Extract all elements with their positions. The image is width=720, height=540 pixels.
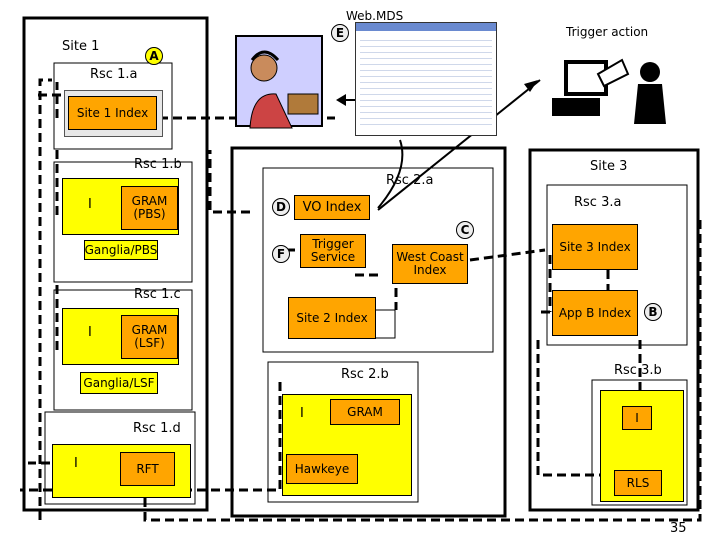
site3-title: Site 3: [590, 159, 628, 174]
app-b-index: App B Index: [552, 290, 638, 336]
flow-site3-rls: [536, 340, 608, 477]
rsc-2b-label: Rsc 2.b: [341, 367, 389, 382]
badge-d: D: [272, 198, 290, 216]
rsc-1b-label: Rsc 1.b: [134, 157, 182, 172]
west-coast-index: West Coast Index: [392, 244, 468, 284]
vo-index: VO Index: [294, 195, 370, 220]
trigger-action-label: Trigger action: [566, 25, 649, 39]
site1-frame: [22, 16, 209, 512]
operator-clipart: [235, 35, 323, 129]
page-number: 35: [670, 521, 687, 536]
site3-frame: [528, 148, 700, 512]
rsc-1c-label: Rsc 1.c: [134, 287, 181, 302]
arrowhead-trigger: [524, 80, 538, 92]
trigger-service: Trigger Service: [300, 234, 366, 268]
i-1b: I: [88, 197, 92, 212]
webmds-titlebar: [356, 23, 496, 31]
ganglia-pbs: Ganglia/PBS: [84, 240, 158, 260]
rsc3a-frame: [546, 184, 688, 346]
webmds-title: Web.MDS: [346, 9, 404, 23]
rsc-1a-label: Rsc 1.a: [90, 67, 138, 82]
site1-index-box: Site 1 Index: [68, 96, 157, 130]
rft-box: RFT: [120, 452, 175, 486]
arrow-vo-to-webmds: [377, 139, 404, 209]
i-1d: I: [74, 456, 78, 471]
rsc2b-frame: [267, 361, 419, 503]
rls-box: RLS: [614, 470, 662, 496]
trigger-clipart: [552, 58, 666, 124]
i-2b: I: [300, 406, 304, 421]
hawkeye-box: Hawkeye: [286, 454, 358, 484]
i-1c: I: [88, 325, 92, 340]
site1-title: Site 1: [62, 39, 100, 54]
rsc3b-frame: [591, 379, 688, 506]
rsc2a-frame: [262, 167, 494, 353]
badge-e: E: [331, 24, 349, 42]
site2-frame: [230, 146, 507, 518]
ganglia-lsf: Ganglia/LSF: [80, 372, 158, 394]
gram-pbs: GRAM (PBS): [121, 186, 178, 230]
rsc-2a-label: Rsc 2.a: [386, 173, 434, 188]
rsc1c-frame: [53, 289, 193, 411]
rsc1a-frame: [53, 62, 173, 150]
rsc1d-frame: [44, 411, 196, 505]
webmds-content: [360, 35, 492, 125]
arrowhead-e: [336, 94, 346, 106]
gram-2b: GRAM: [330, 399, 400, 425]
flow-vo-to-site1: [208, 150, 250, 214]
arrow-to-trigger-action: [377, 79, 541, 211]
gram-lsf: GRAM (LSF): [121, 315, 178, 359]
badge-f: F: [272, 245, 290, 263]
badge-a: A: [145, 47, 163, 65]
badge-b: B: [644, 303, 662, 321]
rsc-3b-label: Rsc 3.b: [614, 363, 662, 378]
site2-index: Site 2 Index: [288, 297, 376, 339]
site3-index: Site 3 Index: [552, 224, 638, 270]
badge-c: C: [456, 221, 474, 239]
webmds-screenshot: [355, 22, 497, 136]
rsc-3a-label: Rsc 3.a: [574, 195, 622, 210]
rsc1b-frame: [53, 161, 193, 283]
flow-bottom-loop: [143, 220, 702, 522]
i-3b: I: [622, 406, 652, 430]
flow-west-site3: [469, 248, 546, 262]
rsc-1d-label: Rsc 1.d: [133, 421, 181, 436]
flow-rsc1d-to-rsc1a: [38, 78, 52, 520]
